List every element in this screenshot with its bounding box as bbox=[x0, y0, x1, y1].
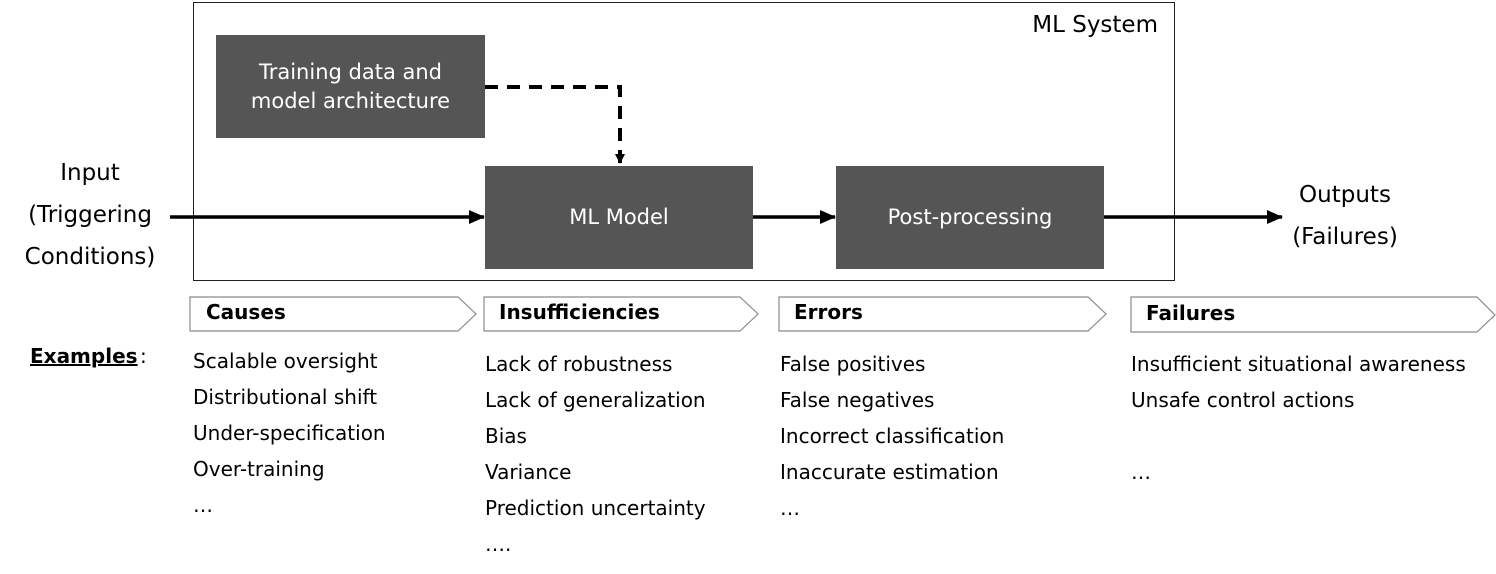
list-item: Distributional shift bbox=[193, 385, 378, 409]
list-item: Prediction uncertainty bbox=[485, 496, 706, 520]
training-box-line2: model architecture bbox=[250, 88, 451, 113]
examples-colon: : bbox=[140, 344, 147, 368]
list-item: …. bbox=[485, 532, 512, 556]
list-item: Scalable oversight bbox=[193, 349, 378, 373]
input-label: Input (Triggering Conditions) bbox=[10, 152, 170, 278]
failures-list: Insufficient situational awareness Unsaf… bbox=[1131, 346, 1466, 490]
training-data-box: Training data and model architecture bbox=[216, 35, 485, 138]
failures-label: Failures bbox=[1146, 301, 1236, 325]
input-line1: Input bbox=[60, 160, 120, 186]
list-item: … bbox=[1131, 460, 1151, 484]
input-line2: (Triggering bbox=[28, 202, 152, 228]
ml-system-title: ML System bbox=[1032, 12, 1158, 38]
examples-heading: Examples bbox=[30, 344, 138, 368]
list-item: False negatives bbox=[780, 388, 935, 412]
insufficiencies-list: Lack of robustness Lack of generalizatio… bbox=[485, 346, 706, 562]
ml-model-box: ML Model bbox=[485, 166, 753, 269]
errors-label: Errors bbox=[794, 300, 863, 324]
list-item: Lack of generalization bbox=[485, 388, 706, 412]
list-item: False positives bbox=[780, 352, 926, 376]
list-item: Under-specification bbox=[193, 421, 386, 445]
errors-list: False positives False negatives Incorrec… bbox=[780, 346, 1004, 526]
list-item bbox=[1131, 418, 1466, 454]
list-item: Inaccurate estimation bbox=[780, 460, 999, 484]
list-item: Bias bbox=[485, 424, 527, 448]
list-item: Unsafe control actions bbox=[1131, 388, 1355, 412]
causes-chevron bbox=[189, 296, 477, 332]
post-processing-label: Post-processing bbox=[887, 205, 1053, 229]
output-label: Outputs (Failures) bbox=[1280, 174, 1410, 258]
list-item: Over-training bbox=[193, 457, 325, 481]
causes-label: Causes bbox=[206, 300, 286, 324]
errors-chevron bbox=[778, 296, 1107, 332]
causes-list: Scalable oversight Distributional shift … bbox=[193, 343, 386, 523]
list-item: … bbox=[780, 496, 800, 520]
insufficiencies-chevron bbox=[483, 296, 759, 332]
post-processing-box: Post-processing bbox=[836, 166, 1104, 269]
output-line1: Outputs bbox=[1299, 182, 1391, 208]
ml-system-frame bbox=[193, 2, 1175, 281]
list-item: … bbox=[193, 493, 213, 517]
input-line3: Conditions) bbox=[24, 244, 156, 270]
output-line2: (Failures) bbox=[1292, 224, 1398, 250]
list-item: Insufficient situational awareness bbox=[1131, 352, 1466, 376]
training-box-line1: Training data and bbox=[258, 59, 442, 84]
list-item: Incorrect classification bbox=[780, 424, 1005, 448]
failures-chevron bbox=[1130, 296, 1496, 333]
training-to-model-dashed-arrow bbox=[485, 85, 625, 164]
list-item: Variance bbox=[485, 460, 572, 484]
ml-model-label: ML Model bbox=[569, 205, 669, 229]
list-item: Lack of robustness bbox=[485, 352, 673, 376]
insufficiencies-label: Insufficiencies bbox=[499, 300, 660, 324]
